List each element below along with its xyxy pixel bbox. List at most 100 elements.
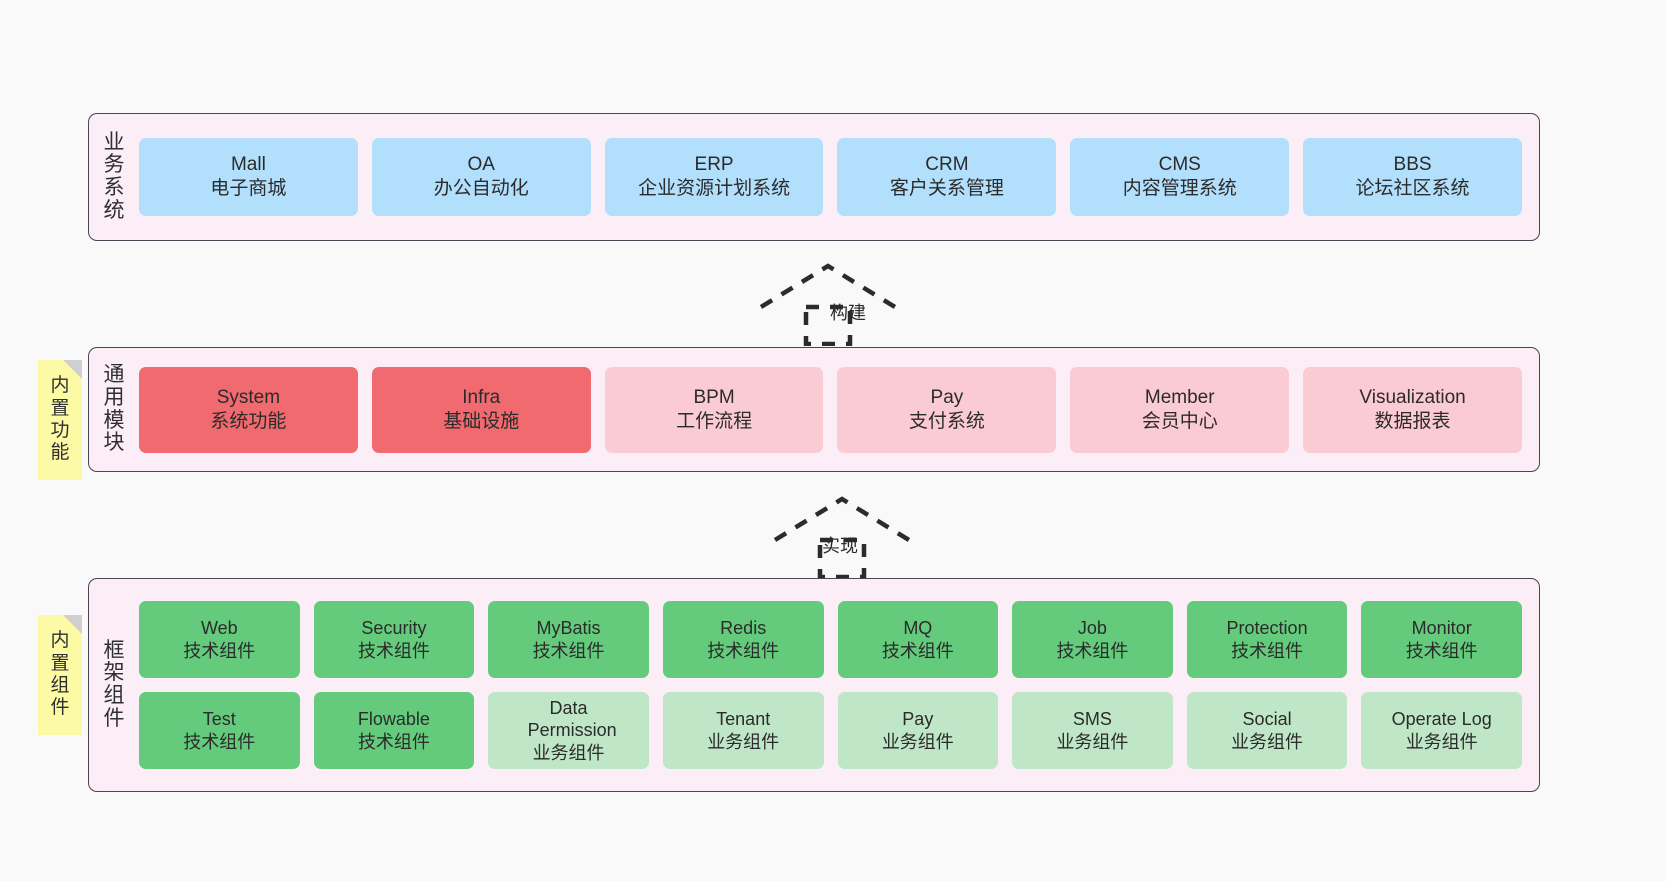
card-title: Security	[361, 618, 427, 638]
business-card-erp[interactable]: ERP 企业资源计划系统	[604, 138, 824, 216]
component-card-pay[interactable]: Pay 业务组件	[837, 692, 999, 769]
component-card-sms[interactable]: SMS 业务组件	[1012, 692, 1173, 769]
card-title: Pay	[902, 709, 934, 729]
card-title: BPM	[693, 386, 735, 408]
module-card-infra[interactable]: Infra 基础设施	[371, 366, 591, 453]
component-card-data-permission[interactable]: Data Permission 业务组件	[488, 692, 649, 769]
component-card-redis[interactable]: Redis 技术组件	[662, 601, 824, 678]
business-card-cms[interactable]: CMS 内容管理系统	[1070, 138, 1290, 216]
business-card-mall[interactable]: Mall 电子商城	[139, 138, 358, 216]
card-title: SMS	[1072, 709, 1112, 729]
card-subtitle: 论坛社区系统	[1355, 178, 1470, 199]
component-card-mq[interactable]: MQ 技术组件	[837, 601, 999, 678]
band-label-char: 统	[103, 198, 125, 222]
arrow-head-outline	[759, 263, 897, 309]
band-common-modules-label: 通 用 模 块	[89, 348, 133, 471]
card-title: System	[216, 386, 281, 408]
arrow-shaft	[803, 304, 853, 346]
module-card-member[interactable]: Member 会员中心	[1070, 366, 1290, 453]
card-subtitle: 技术组件	[357, 640, 430, 661]
sticky-char: 置	[50, 652, 70, 674]
card-subtitle: 基础设施	[443, 410, 520, 432]
band-label-char: 组	[103, 684, 125, 707]
card-title: Job	[1077, 618, 1107, 638]
sticky-char: 件	[50, 697, 70, 719]
card-title: Monitor	[1411, 618, 1472, 638]
card-title: CMS	[1158, 154, 1201, 176]
card-title: Redis	[720, 618, 767, 638]
card-title: MQ	[903, 618, 933, 638]
sticky-char: 能	[50, 442, 70, 464]
band-label-char: 通	[103, 363, 125, 387]
component-card-test[interactable]: Test 技术组件	[139, 692, 300, 769]
component-card-social[interactable]: Social 业务组件	[1186, 692, 1348, 769]
component-card-monitor[interactable]: Monitor 技术组件	[1361, 601, 1522, 678]
card-subtitle: 业务组件	[881, 731, 954, 752]
card-subtitle: 业务组件	[532, 742, 605, 763]
sticky-char: 组	[50, 675, 70, 696]
card-subtitle: 技术组件	[1405, 640, 1478, 661]
card-title: Operate Log	[1391, 709, 1492, 729]
card-subtitle: 数据报表	[1374, 410, 1451, 432]
card-subtitle: 工作流程	[676, 410, 753, 432]
module-card-system[interactable]: System 系统功能	[139, 366, 358, 453]
sticky-char: 内	[50, 375, 70, 397]
card-subtitle: 支付系统	[908, 410, 985, 432]
card-subtitle: 会员中心	[1141, 410, 1218, 432]
business-card-oa[interactable]: OA 办公自动化	[371, 138, 591, 216]
band-label-char: 系	[103, 176, 125, 199]
component-card-flowable[interactable]: Flowable 技术组件	[313, 692, 475, 769]
card-subtitle: 系统功能	[210, 410, 287, 432]
framework-row-business: Test 技术组件 Flowable 技术组件 Data Permission …	[139, 692, 1522, 769]
card-title: Flowable	[357, 709, 430, 729]
component-card-job[interactable]: Job 技术组件	[1012, 601, 1173, 678]
card-title: Social	[1242, 709, 1292, 729]
band-framework-components: 框 架 组 件 Web 技术组件 Security 技术组件 MyBatis 技…	[88, 578, 1540, 792]
sticky-note-builtin-features: 内 置 功 能	[38, 360, 82, 480]
component-card-operate-log[interactable]: Operate Log 业务组件	[1361, 692, 1522, 769]
card-subtitle: 客户关系管理	[889, 178, 1004, 199]
arrow-head-outline	[773, 496, 911, 542]
card-title: Web	[200, 618, 238, 638]
component-card-protection[interactable]: Protection 技术组件	[1186, 601, 1348, 678]
sticky-fold-corner-icon	[63, 615, 82, 634]
module-card-bpm[interactable]: BPM 工作流程	[604, 366, 824, 453]
band-common-modules: 通 用 模 块 System 系统功能 Infra 基础设施 BPM 工作流程 …	[88, 347, 1540, 472]
sticky-char: 置	[50, 397, 70, 419]
framework-row-tech: Web 技术组件 Security 技术组件 MyBatis 技术组件 Redi…	[139, 601, 1522, 678]
sticky-char: 功	[50, 420, 70, 441]
card-title: BBS	[1393, 154, 1432, 176]
card-title: Test	[202, 709, 236, 729]
band-label-char: 业	[103, 130, 125, 154]
band-common-modules-body: System 系统功能 Infra 基础设施 BPM 工作流程 Pay 支付系统…	[133, 348, 1539, 471]
band-label-char: 框	[103, 638, 125, 662]
component-card-mybatis[interactable]: MyBatis 技术组件	[488, 601, 649, 678]
card-subtitle: 业务组件	[707, 731, 780, 752]
component-card-security[interactable]: Security 技术组件	[313, 601, 475, 678]
card-title: Pay	[930, 386, 964, 408]
component-card-tenant[interactable]: Tenant 业务组件	[662, 692, 824, 769]
sticky-note-builtin-components: 内 置 组 件	[38, 615, 82, 735]
band-business-systems: 业 务 系 统 Mall 电子商城 OA 办公自动化 ERP 企业资源计划系统 …	[88, 113, 1540, 241]
card-subtitle: 技术组件	[357, 731, 430, 752]
band-framework-components-body: Web 技术组件 Security 技术组件 MyBatis 技术组件 Redi…	[133, 579, 1539, 791]
band-label-char: 模	[103, 408, 125, 432]
card-subtitle: 技术组件	[1056, 640, 1129, 661]
band-framework-components-label: 框 架 组 件	[89, 579, 133, 791]
module-card-visualization[interactable]: Visualization 数据报表	[1303, 366, 1522, 453]
arrow-shaft	[817, 537, 867, 579]
component-card-web[interactable]: Web 技术组件	[139, 601, 300, 678]
card-subtitle: 业务组件	[1405, 731, 1478, 752]
business-card-crm[interactable]: CRM 客户关系管理	[837, 138, 1057, 216]
business-card-bbs[interactable]: BBS 论坛社区系统	[1303, 138, 1522, 216]
card-subtitle: 内容管理系统	[1122, 178, 1237, 199]
card-title: ERP	[694, 154, 734, 176]
connector-build-label: 构建	[830, 303, 866, 323]
card-title: Tenant	[716, 709, 771, 729]
card-title: Infra	[462, 386, 501, 408]
card-title: Data Permission	[527, 697, 617, 741]
card-subtitle: 业务组件	[1231, 731, 1304, 752]
module-card-pay[interactable]: Pay 支付系统	[837, 366, 1057, 453]
card-title: CRM	[925, 154, 969, 176]
